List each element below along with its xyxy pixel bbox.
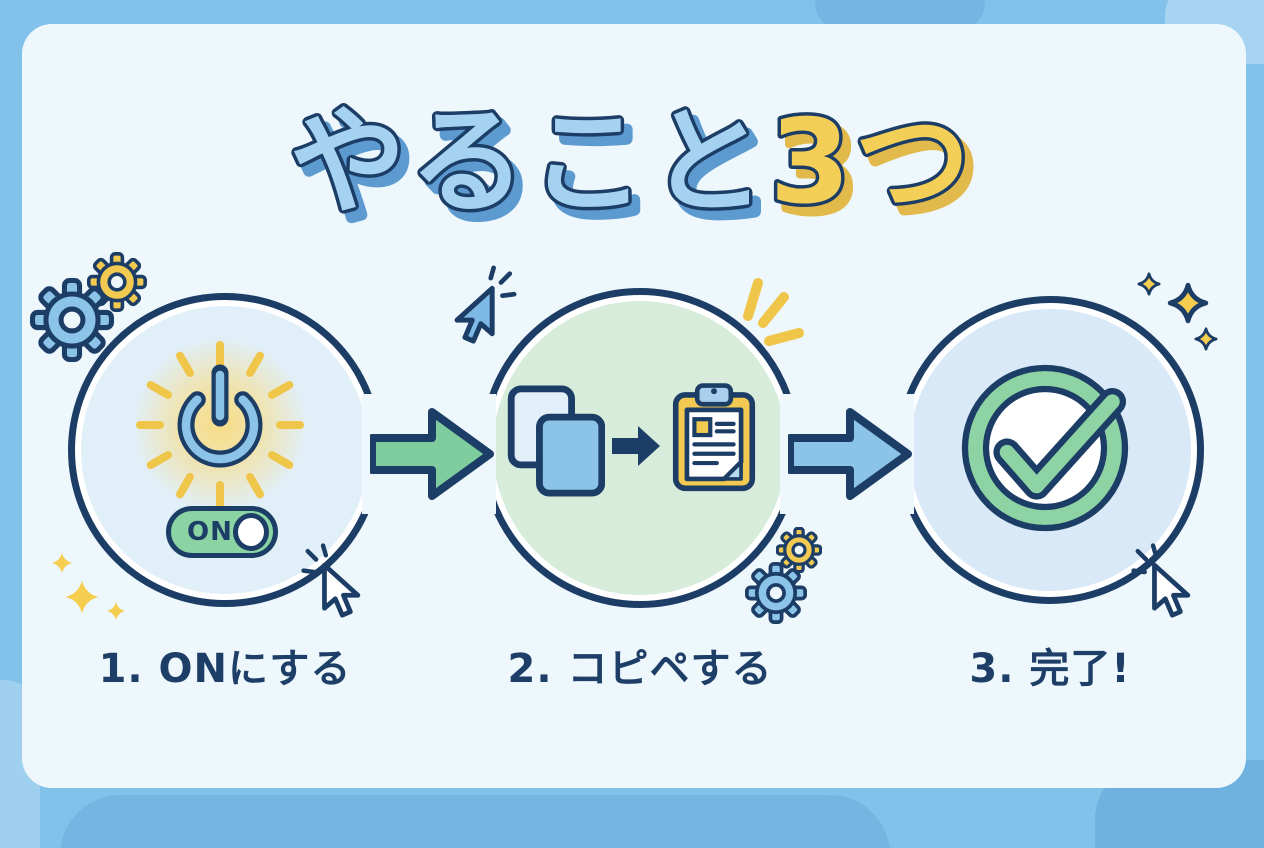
sparkle-icon-5 xyxy=(1167,282,1209,324)
cursor-click-icon-3 xyxy=(1131,543,1191,618)
cursor-click-icon-1 xyxy=(301,543,361,618)
sparkle-icon-4 xyxy=(1137,272,1161,296)
sparkle-icon-6 xyxy=(1194,327,1218,351)
copy-documents-icon xyxy=(507,385,605,497)
page-title: やること3つ やること3つ xyxy=(286,92,983,244)
page-title-shadow: やること3つ xyxy=(298,104,983,239)
gear-icon-yellow-1 xyxy=(87,252,147,312)
on-toggle: ON xyxy=(166,506,278,558)
gear-icon-yellow-2 xyxy=(776,527,822,573)
flow-arrow-2-icon xyxy=(788,408,912,500)
arrow-right-icon xyxy=(612,426,660,466)
page-title-text: やること3つ xyxy=(290,95,975,230)
power-rays-icon xyxy=(136,341,304,509)
sparkle-icon-2 xyxy=(65,580,99,614)
step-2-caption: 2. コピペする xyxy=(507,646,773,692)
emphasis-dashes-icon xyxy=(743,278,804,346)
step-1-caption: 1. ONにする xyxy=(98,646,352,692)
frame-blob-bottom xyxy=(60,795,890,848)
sparkle-icon-3 xyxy=(106,601,126,621)
gear-icon-blue-1 xyxy=(30,278,114,362)
clipboard-icon xyxy=(672,383,756,492)
check-icon xyxy=(961,364,1129,532)
sparkle-icon-1 xyxy=(51,552,73,574)
step-3-caption: 3. 完了! xyxy=(969,646,1131,692)
toggle-on-label: ON xyxy=(187,517,233,547)
toggle-knob xyxy=(232,513,269,551)
gear-icon-blue-2 xyxy=(745,562,807,624)
power-icon xyxy=(132,337,308,513)
flow-arrow-1-icon xyxy=(370,408,494,500)
cursor-click-icon-2 xyxy=(454,265,517,344)
